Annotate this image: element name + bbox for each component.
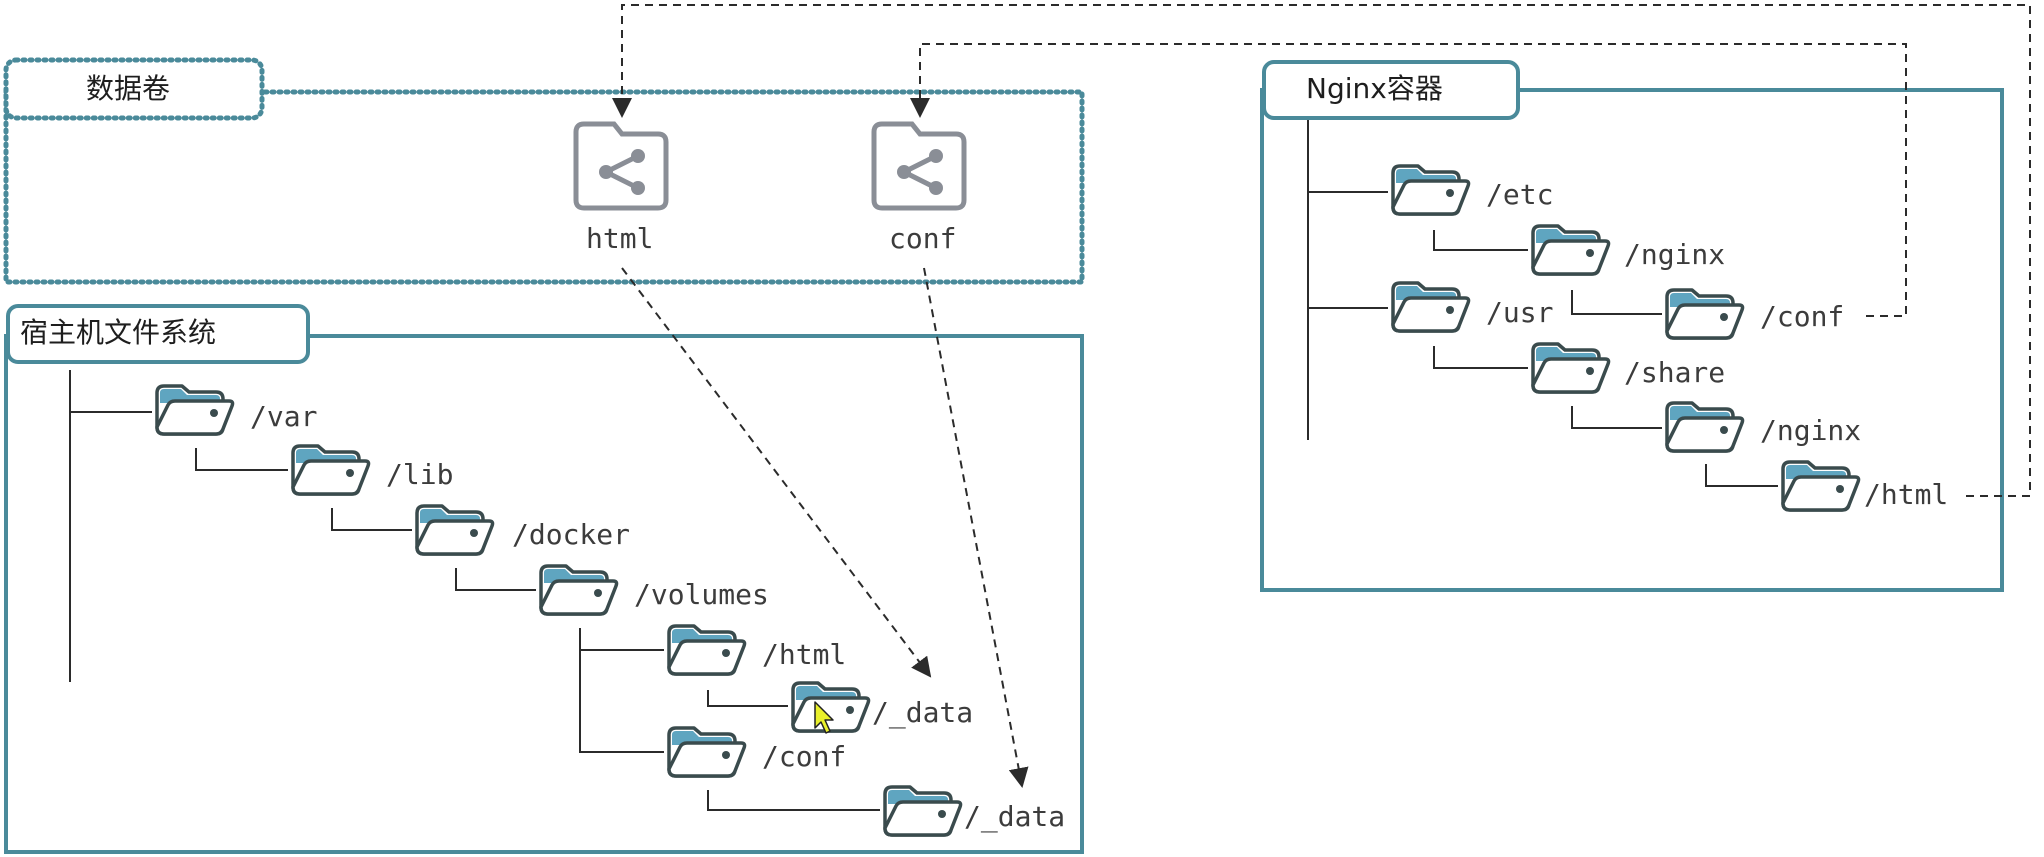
- mouse-pointer-icon: [814, 701, 834, 734]
- folder-icon-share-nginx[interactable]: [1665, 401, 1745, 453]
- container-tree-lines: [1307, 120, 1778, 487]
- folder-icon-etc-nginx[interactable]: [1531, 224, 1611, 276]
- host-node-docker[interactable]: /docker: [512, 518, 631, 551]
- folder-icon-share[interactable]: [1531, 342, 1611, 394]
- container-node-nginx-html[interactable]: /html: [1864, 478, 1949, 511]
- host-node-var[interactable]: /var: [250, 400, 318, 433]
- host-node-html-data[interactable]: /_data: [872, 696, 974, 729]
- folder-icon-conf[interactable]: [667, 726, 747, 778]
- container-node-etc[interactable]: /etc: [1486, 178, 1554, 211]
- volume-links: [612, 4, 2031, 788]
- volume-label-conf: conf: [889, 222, 957, 255]
- host-fs-frame: [4, 304, 1084, 854]
- folder-icon-usr[interactable]: [1391, 281, 1471, 333]
- host-node-html[interactable]: /html: [762, 638, 847, 671]
- host-node-conf-data[interactable]: /_data: [964, 800, 1066, 833]
- container-node-share-nginx[interactable]: /nginx: [1760, 414, 1862, 447]
- share-folder-icon-conf: [874, 124, 964, 208]
- folder-icon-html-data[interactable]: [791, 681, 871, 733]
- folder-icon-docker[interactable]: [415, 504, 495, 556]
- share-folder-icon-html: [576, 124, 666, 208]
- folder-icon-html[interactable]: [667, 624, 747, 676]
- container-frame: [1260, 60, 2004, 592]
- host-node-volumes[interactable]: /volumes: [634, 578, 769, 611]
- container-node-share[interactable]: /share: [1624, 356, 1726, 389]
- host-node-conf[interactable]: /conf: [762, 740, 847, 773]
- folder-icon-nginx-conf[interactable]: [1665, 288, 1745, 340]
- host-node-lib[interactable]: /lib: [386, 458, 454, 491]
- container-node-etc-nginx[interactable]: /nginx: [1624, 238, 1726, 271]
- container-node-usr[interactable]: /usr: [1486, 296, 1554, 329]
- folder-icon-conf-data[interactable]: [883, 785, 963, 837]
- folder-icon-nginx-html[interactable]: [1781, 460, 1861, 512]
- host-fs-title: 宿主机文件系统: [20, 316, 217, 349]
- folder-icon-volumes[interactable]: [539, 564, 619, 616]
- host-tree-lines: [69, 370, 880, 811]
- container-node-nginx-conf[interactable]: /conf: [1760, 300, 1845, 333]
- folder-icon-var[interactable]: [155, 384, 235, 436]
- volume-group-title: 数据卷: [86, 72, 171, 105]
- volume-label-html: html: [586, 222, 654, 255]
- container-title: Nginx容器: [1306, 72, 1443, 105]
- volume-frame: [3, 57, 1085, 285]
- folder-icon-etc[interactable]: [1391, 164, 1471, 216]
- folder-icon-lib[interactable]: [291, 444, 371, 496]
